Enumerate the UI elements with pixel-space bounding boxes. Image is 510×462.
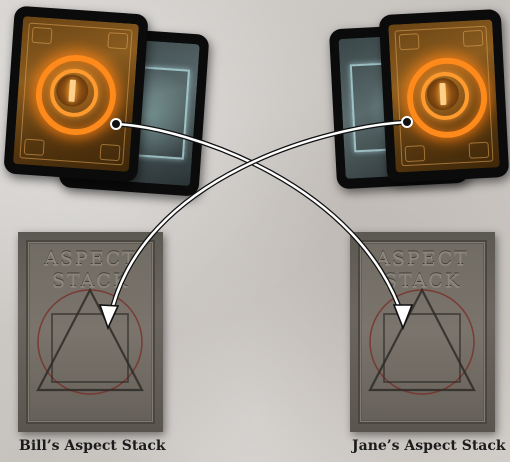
pentagram-sigil-icon (368, 287, 476, 395)
numeral-one-icon (439, 82, 447, 106)
pentagram-sigil-icon (36, 287, 144, 395)
jane-card-back[interactable] (378, 8, 510, 184)
bill-stack-caption: Bill’s Aspect Stack (19, 438, 166, 454)
card-back-face (12, 16, 140, 172)
card-back-face (388, 19, 500, 173)
bill-card-back[interactable] (3, 5, 149, 183)
jane-aspect-stack[interactable]: ASPECT STACK (350, 232, 495, 432)
bill-aspect-stack[interactable]: ASPECT STACK (18, 232, 163, 432)
jane-stack-caption: Jane’s Aspect Stack (352, 438, 506, 454)
